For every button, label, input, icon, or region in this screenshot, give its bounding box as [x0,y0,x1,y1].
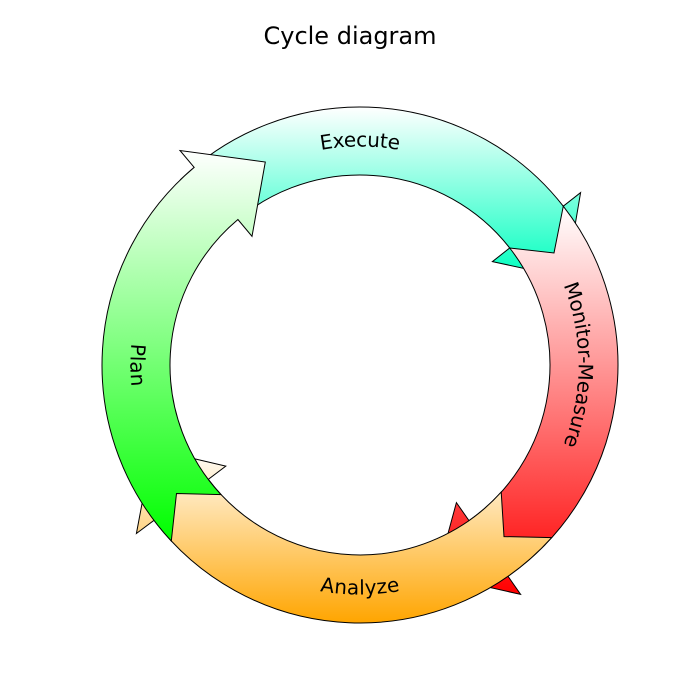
monitor-measure-arrow [435,205,619,596]
analyze-arrow [135,448,553,624]
diagram-title: Cycle diagram [263,22,437,50]
execute-label: Execute [318,127,402,154]
plan-label: Plan [125,343,150,387]
execute-arrow [179,106,582,279]
analyze-label: Analyze [319,572,401,599]
plan-arrow [101,149,266,543]
